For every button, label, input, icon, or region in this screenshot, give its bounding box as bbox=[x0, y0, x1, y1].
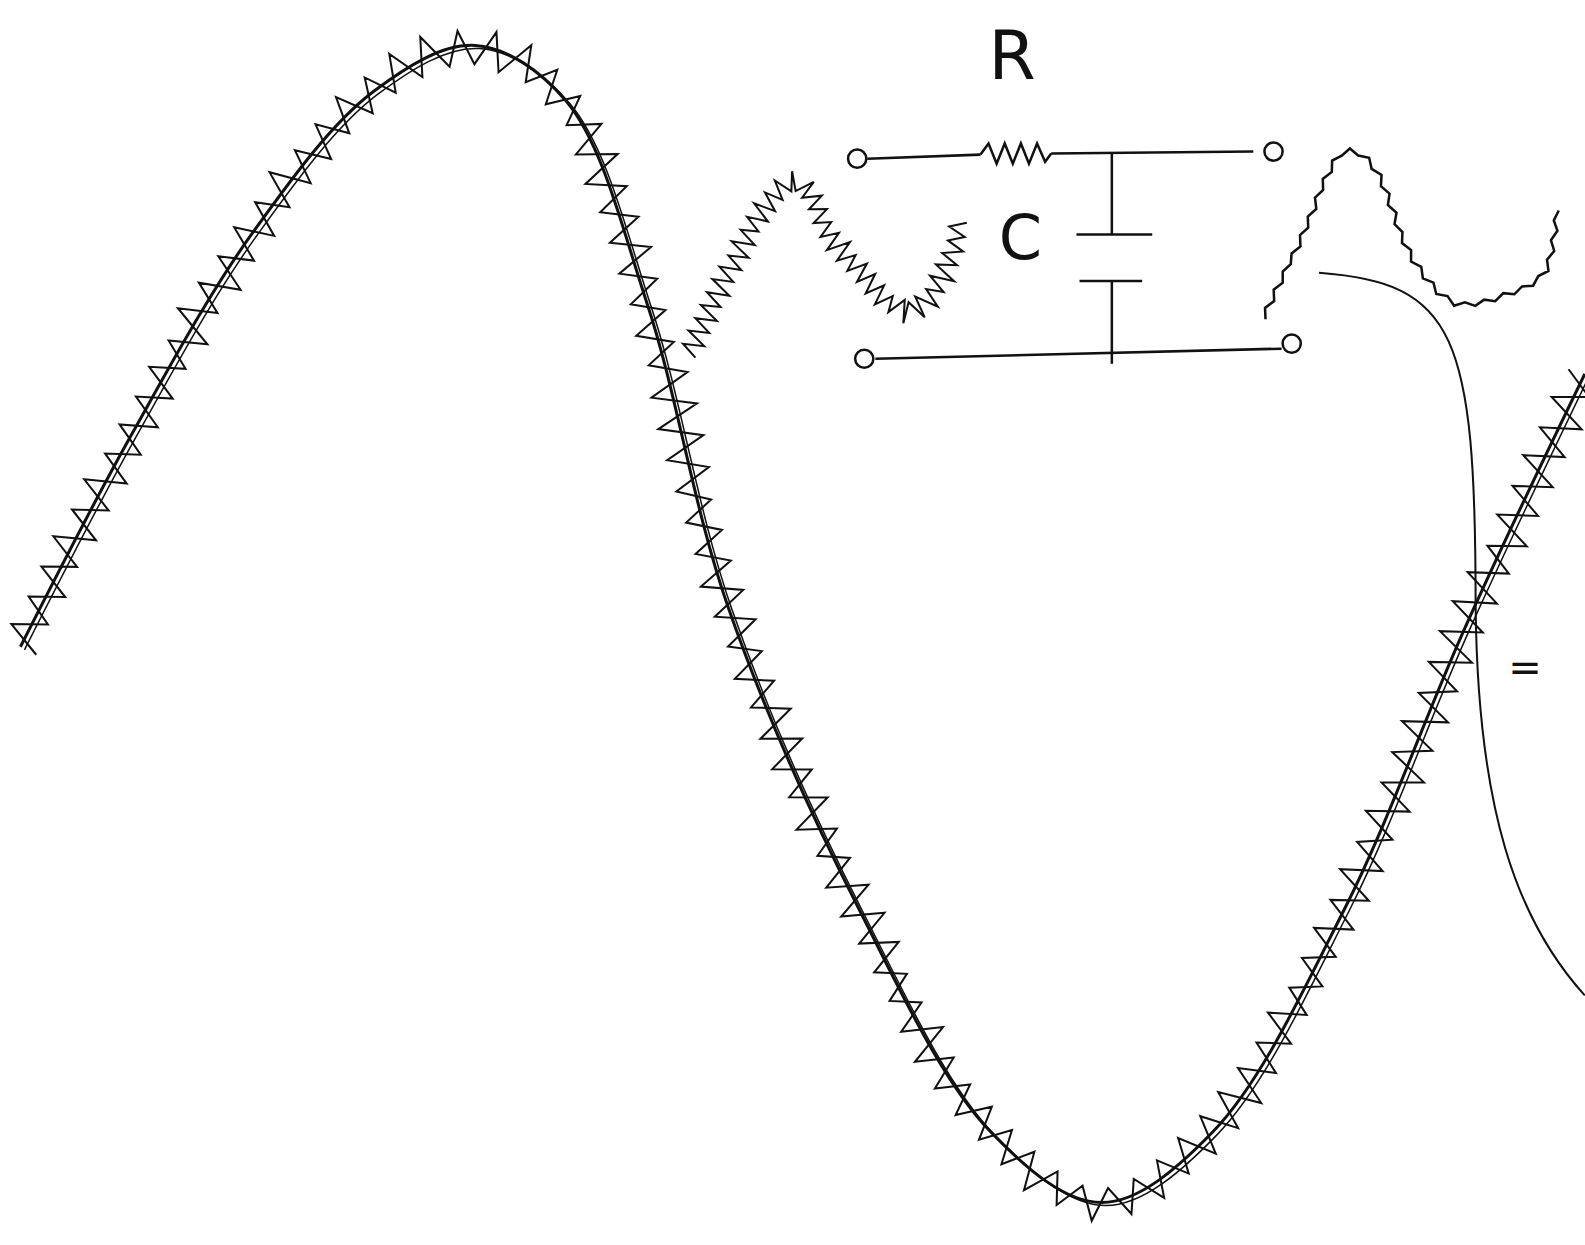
noisy-sine-wave bbox=[11, 31, 1585, 1221]
circuit-label: = bbox=[1508, 647, 1542, 687]
circuit-wire bbox=[1076, 233, 1152, 236]
circuit-wire bbox=[1051, 152, 1253, 154]
sine-wave-retrace bbox=[24, 48, 1585, 1205]
circuit-label: C bbox=[999, 207, 1042, 269]
leader-curve bbox=[1319, 273, 1585, 996]
input-noisy-wave bbox=[683, 171, 967, 357]
circuit-wire bbox=[1111, 154, 1114, 235]
circuit-label: R bbox=[989, 22, 1036, 90]
terminal bbox=[855, 350, 873, 368]
terminal bbox=[1283, 334, 1301, 352]
terminal bbox=[848, 150, 866, 168]
output-filtered-wave bbox=[1265, 149, 1559, 320]
smooth-sine-wave bbox=[20, 45, 1584, 1202]
circuit-wire bbox=[1111, 281, 1114, 364]
circuit-wire bbox=[875, 349, 1281, 359]
circuit-wire bbox=[867, 155, 980, 159]
resistor-symbol bbox=[980, 143, 1051, 163]
terminal bbox=[1264, 142, 1282, 160]
